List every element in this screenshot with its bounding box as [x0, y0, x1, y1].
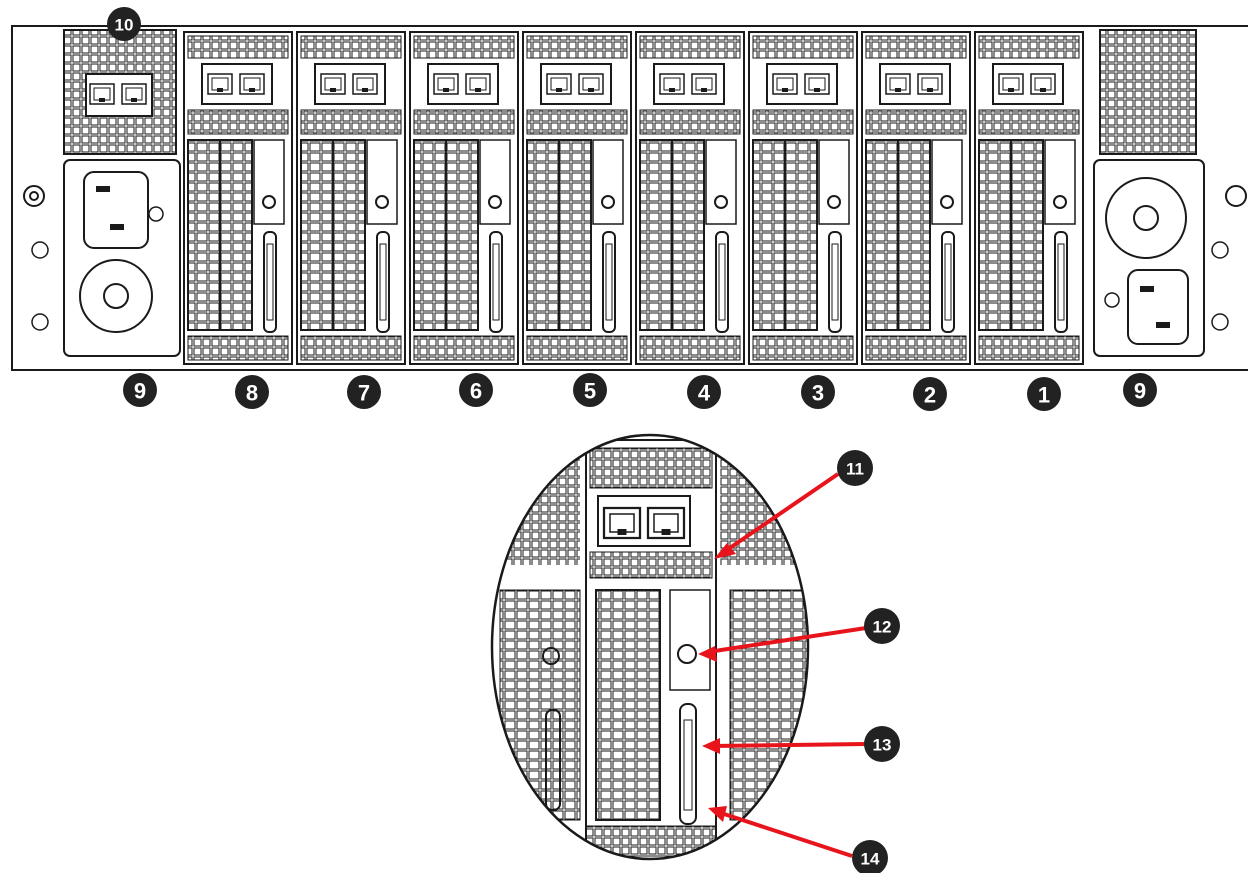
- arrow-14: [708, 806, 853, 858]
- callout-node-1: 1: [1027, 377, 1061, 411]
- svg-text:12: 12: [873, 618, 892, 637]
- callout-node-3: 3: [801, 375, 835, 409]
- arrow-13: [702, 738, 867, 754]
- callout-psu-right: 9: [1123, 373, 1157, 407]
- callout-node-8: 8: [235, 375, 269, 409]
- svg-text:3: 3: [812, 381, 824, 406]
- callout-detail-11: 11: [837, 450, 873, 486]
- callout-node-7: 7: [347, 375, 381, 409]
- svg-text:2: 2: [924, 383, 936, 408]
- svg-text:10: 10: [115, 16, 134, 35]
- power-supply-left: [63, 159, 181, 357]
- callout-psu-left: 9: [123, 373, 157, 407]
- node-tray-3: [749, 32, 857, 364]
- svg-text:4: 4: [698, 381, 711, 406]
- svg-text:9: 9: [1134, 379, 1146, 404]
- arrow-11: [714, 472, 840, 559]
- detail-zoom-view: [490, 433, 810, 861]
- svg-text:14: 14: [861, 850, 880, 869]
- callout-bmc-lan: 10: [107, 7, 141, 41]
- svg-text:13: 13: [873, 736, 892, 755]
- svg-text:7: 7: [358, 381, 370, 406]
- node-tray-5: [523, 32, 631, 364]
- node-tray-4: [636, 32, 744, 364]
- callout-node-5: 5: [573, 373, 607, 407]
- callout-detail-13: 13: [864, 726, 900, 762]
- svg-text:5: 5: [584, 379, 596, 404]
- callout-detail-14: 14: [852, 840, 888, 873]
- arrow-12: [698, 626, 867, 662]
- svg-text:9: 9: [134, 379, 146, 404]
- svg-text:6: 6: [470, 379, 482, 404]
- bmc-lan-ports: [63, 29, 177, 155]
- callout-node-4: 4: [687, 375, 721, 409]
- svg-text:11: 11: [846, 460, 864, 479]
- svg-text:8: 8: [246, 381, 258, 406]
- node-tray-8: [184, 32, 292, 364]
- node-tray-7: [297, 32, 405, 364]
- node-tray-6: [410, 32, 518, 364]
- svg-text:1: 1: [1038, 383, 1050, 408]
- node-tray-1: [975, 32, 1083, 364]
- callout-node-2: 2: [913, 377, 947, 411]
- callout-node-6: 6: [459, 373, 493, 407]
- power-supply-right: [1093, 29, 1205, 357]
- callout-detail-12: 12: [864, 608, 900, 644]
- node-tray-2: [862, 32, 970, 364]
